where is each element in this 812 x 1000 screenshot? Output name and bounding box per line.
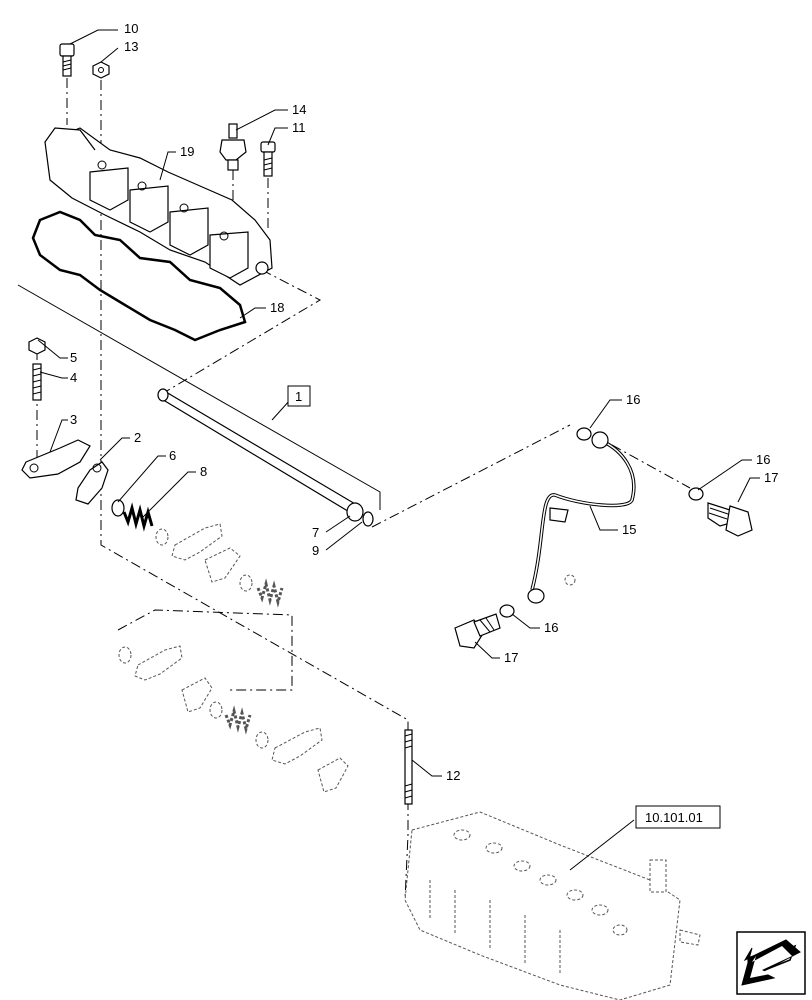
callout-17-right: 17 (764, 470, 778, 485)
assembly-lines (36, 78, 691, 901)
bolt-11 (260, 141, 276, 177)
callout-1-box: 1 (287, 385, 311, 407)
callout-8: 8 (200, 464, 207, 479)
nut-13 (92, 61, 110, 79)
cover-gasket (31, 210, 247, 342)
washers-16 (499, 427, 704, 618)
callout-3: 3 (70, 412, 77, 427)
oil-pipe-15 (527, 431, 636, 604)
callouts: 10 13 14 11 19 18 5 4 3 2 6 8 7 9 16 16 … (70, 21, 778, 783)
stud-12 (404, 729, 413, 805)
adjust-screw-4 (32, 363, 42, 401)
bolt-10 (59, 43, 75, 77)
callout-11: 11 (292, 120, 306, 135)
rocker-shaft (17, 284, 381, 527)
callout-10: 10 (124, 21, 138, 36)
callout-5: 5 (70, 350, 77, 365)
rocker-cover (44, 127, 273, 286)
banjo-bolt-17-left (454, 613, 501, 649)
callout-16-bottom: 16 (544, 620, 558, 635)
callout-16-top: 16 (626, 392, 640, 407)
arrow-down-left-icon[interactable] (736, 931, 806, 995)
sensor-14 (219, 123, 247, 171)
cylinder-head (404, 811, 701, 1000)
callout-4: 4 (70, 370, 77, 385)
spring-8 (122, 502, 154, 532)
callout-18: 18 (270, 300, 284, 315)
rocker-arm-3 (21, 439, 91, 479)
callout-15: 15 (622, 522, 636, 537)
callout-16-right: 16 (756, 452, 770, 467)
banjo-bolt-17-right (707, 502, 753, 537)
reference-link[interactable]: 10.101.01 (635, 805, 721, 829)
callout-1: 1 (295, 389, 302, 404)
callout-7: 7 (312, 525, 319, 540)
callout-2: 2 (134, 430, 141, 445)
callout-12: 12 (446, 768, 460, 783)
rocker-arm-2 (75, 461, 109, 505)
reference-label[interactable]: 10.101.01 (645, 810, 703, 825)
callout-13: 13 (124, 39, 138, 54)
leader-lines (37, 29, 760, 871)
callout-19: 19 (180, 144, 194, 159)
ghost-rocker-parts (118, 523, 349, 793)
nut-5 (28, 337, 46, 355)
callout-14: 14 (292, 102, 306, 117)
callout-17-bottom: 17 (504, 650, 518, 665)
callout-6: 6 (169, 448, 176, 463)
callout-9: 9 (312, 543, 319, 558)
washer-6 (111, 499, 125, 517)
